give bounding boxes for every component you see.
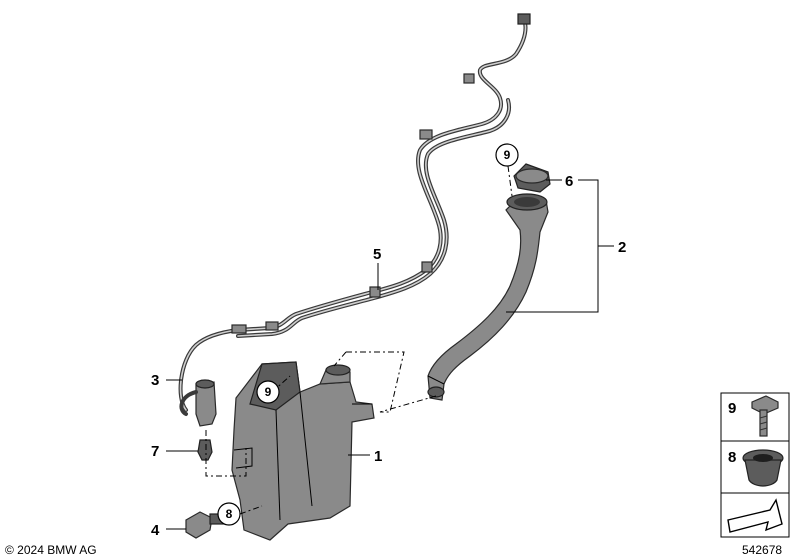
hose-end-plug (517, 13, 531, 25)
callout-2: 2 (618, 239, 626, 256)
svg-text:9: 9 (265, 385, 272, 399)
callout-4: 4 (151, 522, 160, 539)
arrow-icon (727, 498, 783, 533)
hose-connector (265, 321, 279, 331)
hose-clip (421, 261, 433, 273)
callout-7: 7 (151, 443, 159, 460)
hose-clip (369, 286, 381, 298)
callout-3: 3 (151, 372, 159, 389)
washer-fluid-tank (231, 361, 375, 541)
legend-item-9-number: 9 (728, 400, 736, 417)
circle-callout-9-top: 9 (495, 143, 519, 167)
circle-callout-9-tank: 9 (256, 380, 280, 404)
hose-connector (231, 324, 247, 334)
svg-text:8: 8 (226, 507, 233, 521)
copyright-text: © 2024 BMW AG (5, 543, 97, 557)
assembly-lines (205, 165, 513, 515)
pump-grommet (197, 439, 213, 461)
callout-1: 1 (374, 448, 382, 465)
circle-callout-8-tank: 8 (217, 502, 241, 526)
legend-panel: 9 8 (720, 392, 790, 538)
washer-hose (178, 13, 531, 412)
filler-cap (513, 163, 551, 193)
diagram-number: 542678 (742, 543, 782, 557)
bolt-icon (751, 395, 779, 437)
svg-text:9: 9 (504, 148, 511, 162)
legend-item-8-number: 8 (728, 449, 736, 466)
washer-pump (179, 379, 217, 427)
grommet-icon (742, 449, 784, 487)
hose-clip (463, 73, 475, 84)
leader-lines (166, 179, 614, 530)
callout-5: 5 (373, 246, 381, 263)
callout-6: 6 (565, 173, 573, 190)
hose-clip (419, 129, 433, 140)
filler-neck (427, 193, 549, 401)
